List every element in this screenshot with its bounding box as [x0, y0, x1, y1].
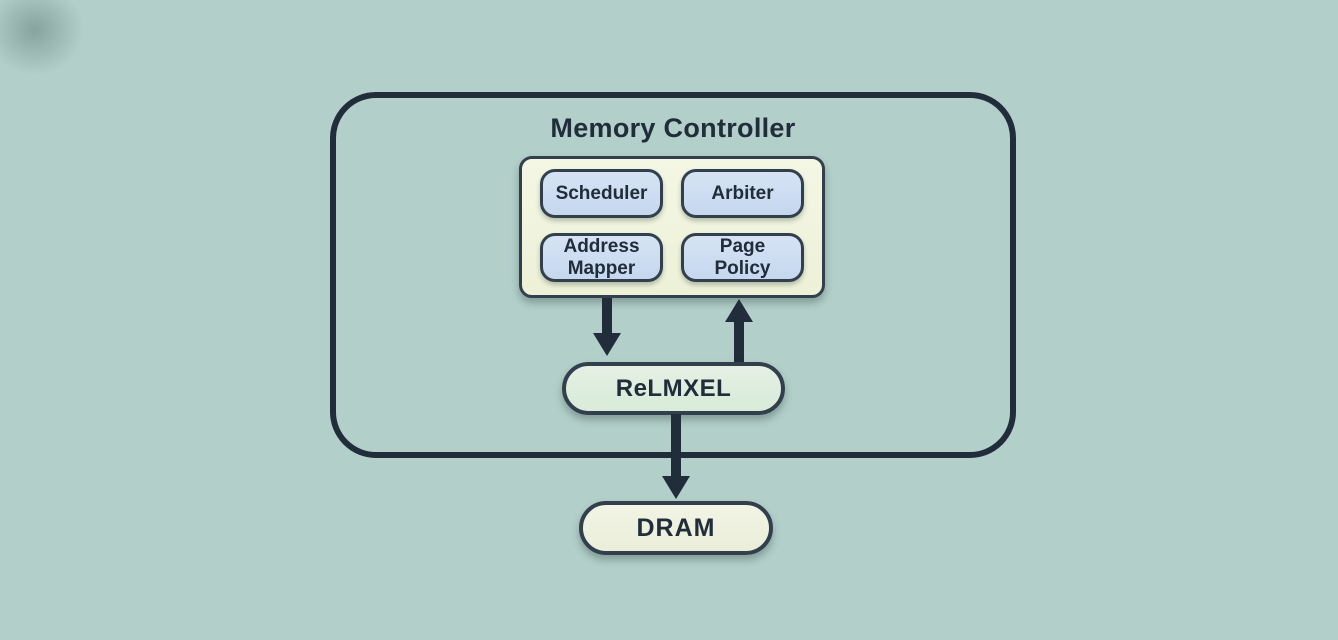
arrow-up-icon: [725, 299, 753, 322]
submodule-panel: Scheduler Arbiter Address Mapper Page Po…: [519, 156, 825, 298]
arrow-core-to-panel-stem: [734, 320, 744, 362]
core-block-relmxel: ReLMXEL: [562, 362, 785, 415]
dram-block: DRAM: [579, 501, 773, 555]
arrow-core-to-dram-stem: [671, 414, 681, 477]
arrow-down-icon: [593, 333, 621, 356]
module-page-policy: Page Policy: [681, 233, 804, 282]
module-address-mapper: Address Mapper: [540, 233, 663, 282]
diagram-title: Memory Controller: [550, 113, 796, 143]
module-scheduler: Scheduler: [540, 169, 663, 218]
arrow-panel-to-core-stem: [602, 298, 612, 334]
arrow-down-icon: [662, 476, 690, 499]
memory-controller-boundary: Memory Controller Scheduler Arbiter Addr…: [330, 92, 1016, 458]
module-arbiter: Arbiter: [681, 169, 804, 218]
